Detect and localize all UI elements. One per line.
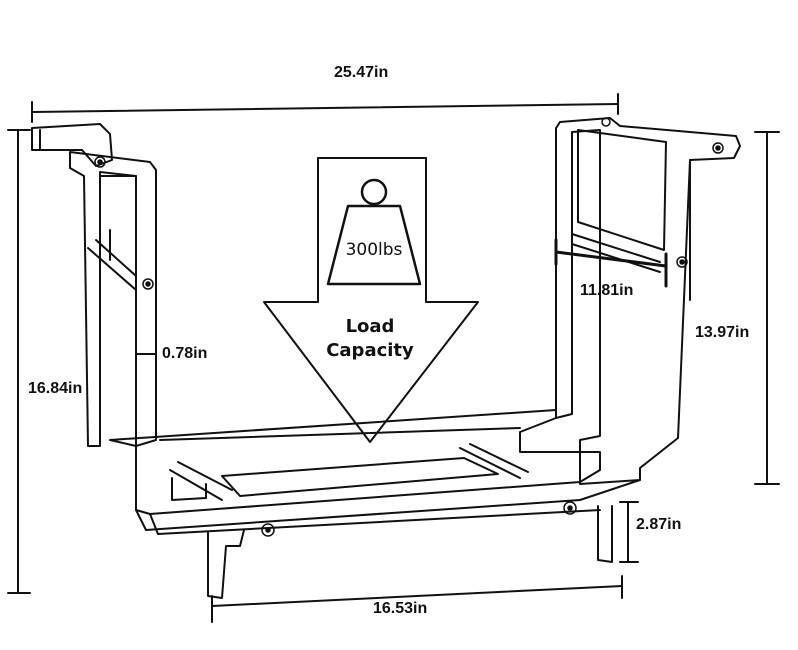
left-bracket-frame xyxy=(31,123,157,447)
right-bracket-frame xyxy=(555,117,741,485)
foot-height-label: 2.87in xyxy=(636,516,682,533)
load-capacity-line1: Load xyxy=(345,316,395,337)
left-foot xyxy=(207,529,245,599)
total-height-dimension-line xyxy=(7,129,31,594)
load-capacity-line2: Capacity xyxy=(326,340,414,361)
frame-height-label: 13.97in xyxy=(695,324,750,341)
top-width-dimension-line xyxy=(31,93,619,123)
load-arrow xyxy=(263,157,479,443)
weight-value-label: 300lbs xyxy=(345,240,403,260)
base-frame xyxy=(109,409,641,535)
weight-icon xyxy=(326,178,422,286)
foot-height-dimension-line xyxy=(619,501,639,563)
top-width-label: 25.47in xyxy=(334,64,389,81)
bolt-icons xyxy=(94,117,724,537)
base-width-dimension-line xyxy=(211,575,623,623)
frame-height-dimension-line xyxy=(754,131,780,485)
right-foot xyxy=(597,505,613,563)
bracket-depth-label: 11.81in xyxy=(580,282,634,299)
rail-thickness-label: 0.78in xyxy=(162,345,208,362)
total-height-label: 16.84in xyxy=(28,380,83,397)
base-width-label: 16.53in xyxy=(373,600,428,617)
